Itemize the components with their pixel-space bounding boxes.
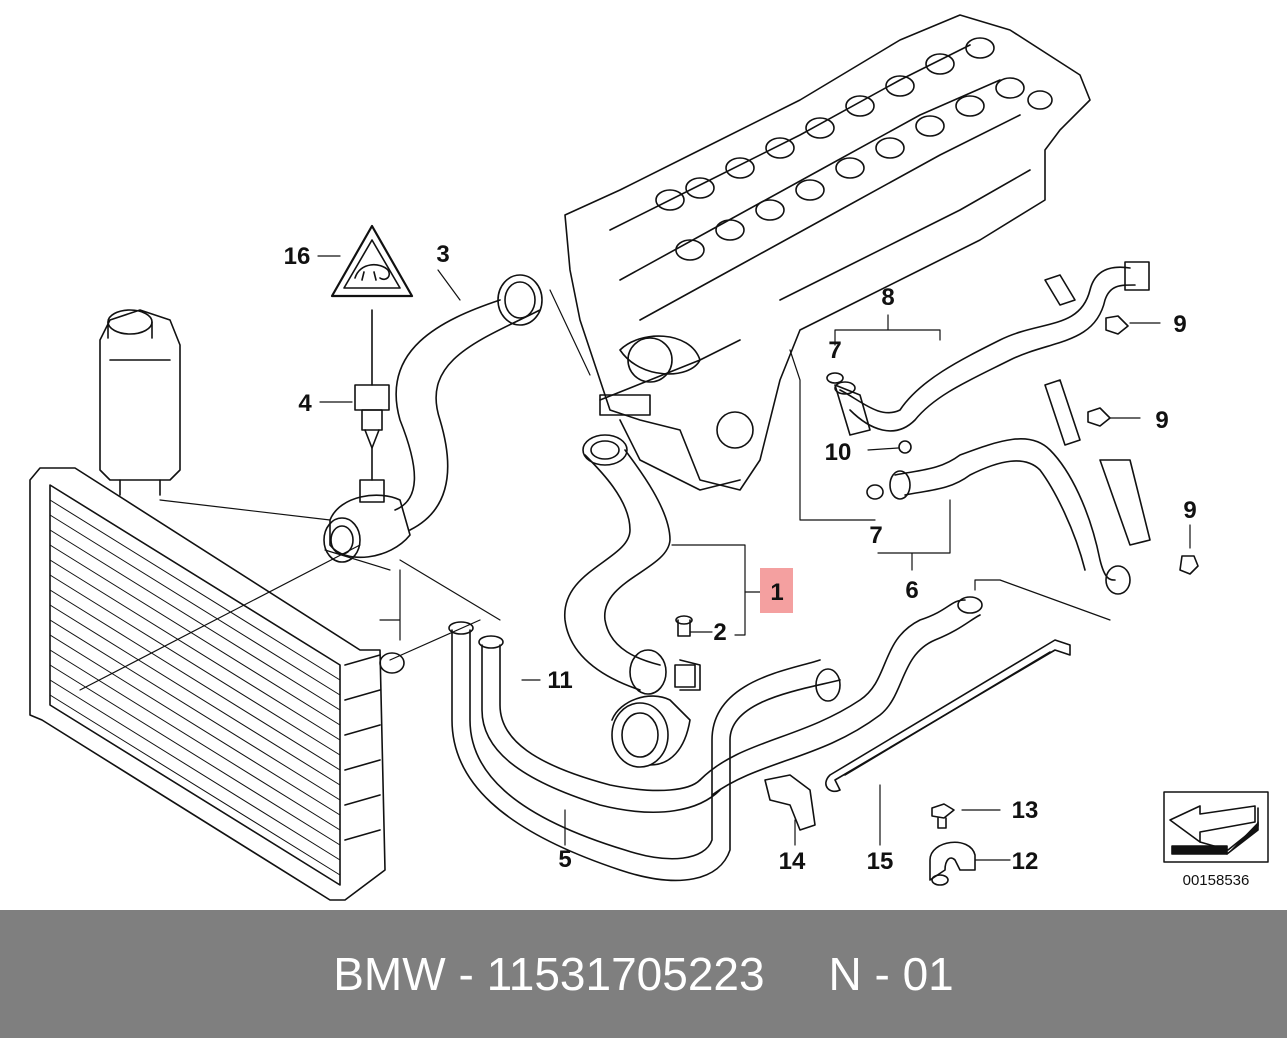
position-code: N - 01 [828, 948, 954, 1000]
cylinder-head [564, 14, 1091, 491]
footer-caption: BMW - 11531705223 N - 01 [0, 910, 1287, 1038]
hose-11 [478, 635, 721, 814]
callout-labels: 1 2 3 4 5 6 7 7 8 9 9 9 10 11 12 13 14 1… [284, 241, 1197, 875]
part-number: 11531705223 [486, 948, 765, 1000]
spacer [765, 948, 829, 1000]
clip-12 [929, 841, 976, 886]
warning-label-16 [330, 224, 414, 298]
hose-15-line [699, 596, 983, 796]
bleed-screw-2 [675, 615, 693, 637]
callout-1-highlight [760, 568, 793, 613]
callout-2: 2 [713, 619, 726, 646]
hose-3 [323, 274, 543, 563]
callout-7a: 7 [828, 337, 841, 364]
footer-bar: BMW - 11531705223 N - 01 [0, 910, 1287, 1038]
direction-symbol [1163, 791, 1269, 863]
bolt-13 [931, 803, 955, 829]
hose-1 [564, 434, 701, 768]
callout-1: 1 [770, 579, 783, 606]
callout-3: 3 [436, 241, 449, 268]
callout-12: 12 [1012, 848, 1039, 875]
image-code: 00158536 [1183, 872, 1250, 889]
hose-6 [889, 379, 1151, 595]
leader-lines [79, 255, 1191, 861]
hose-5 [448, 621, 841, 882]
brand-label: BMW [333, 948, 446, 1000]
bracket-14 [764, 774, 816, 831]
bolts-9 [1087, 315, 1199, 575]
callout-9a: 9 [1173, 311, 1186, 338]
callout-11: 11 [547, 667, 572, 694]
separator: - [445, 948, 487, 1000]
parts-diagram: 1 2 3 4 5 6 7 7 8 9 9 9 10 11 12 13 14 1… [29, 14, 1269, 901]
hose-8 [839, 261, 1150, 432]
callout-4: 4 [298, 390, 312, 417]
expansion-tank [99, 309, 181, 496]
callout-6: 6 [905, 577, 918, 604]
callout-14: 14 [779, 848, 806, 875]
cable-tie-15 [825, 639, 1071, 793]
cam-lobes [655, 37, 1053, 261]
radiator [29, 467, 405, 901]
connector-10 [834, 381, 912, 454]
callout-9b: 9 [1155, 407, 1168, 434]
callout-15: 15 [867, 848, 894, 875]
callout-8: 8 [881, 284, 894, 311]
callout-13: 13 [1012, 797, 1039, 824]
o-rings-7 [826, 372, 884, 500]
callout-9c: 9 [1183, 497, 1196, 524]
callout-7b: 7 [869, 522, 882, 549]
callout-16: 16 [284, 243, 311, 270]
callout-5: 5 [558, 846, 571, 873]
sensor-4 [354, 309, 390, 481]
callout-10: 10 [825, 439, 852, 466]
